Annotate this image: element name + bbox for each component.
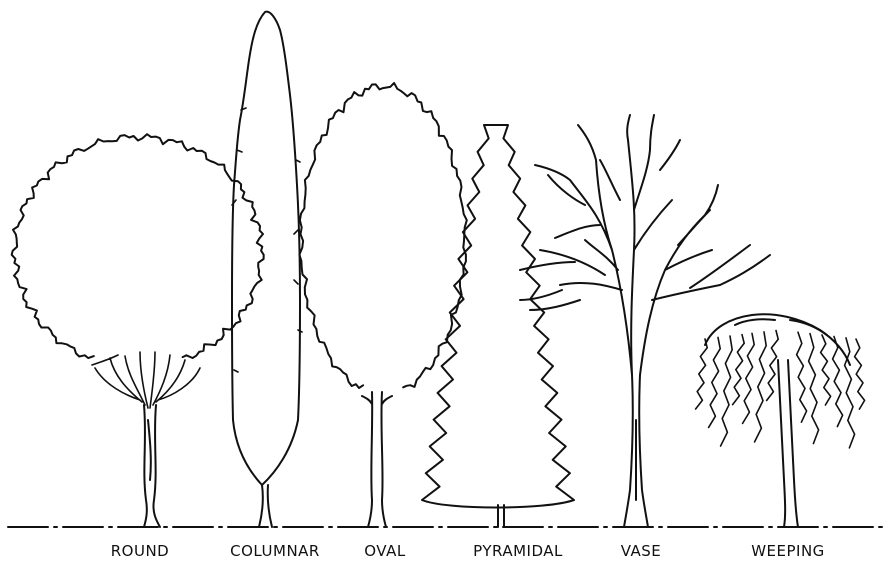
columnar-crown: [232, 12, 300, 485]
round-label: ROUND: [111, 541, 169, 561]
weeping-label: WEEPING: [751, 541, 825, 561]
pyramidal-label: PYRAMIDAL: [473, 541, 563, 561]
vase-label: VASE: [621, 541, 662, 561]
columnar-trunk: [259, 485, 272, 527]
columnar-tree: [232, 12, 302, 527]
round-tree: [12, 134, 264, 527]
round-crown: [12, 134, 264, 358]
oval-trunk: [362, 392, 392, 527]
columnar-detail: [232, 108, 302, 372]
vase-trunk: [624, 375, 648, 527]
oval-label: OVAL: [364, 541, 405, 561]
columnar-label: COLUMNAR: [230, 541, 320, 561]
oval-crown: [299, 83, 466, 388]
round-branches: [92, 352, 200, 408]
vase-branches: [520, 115, 770, 375]
pyramidal-crown: [422, 125, 574, 508]
weeping-tree: [696, 314, 865, 527]
pyramidal-tree: [422, 125, 574, 527]
round-trunk: [144, 405, 160, 527]
weeping-trunk: [778, 360, 798, 527]
